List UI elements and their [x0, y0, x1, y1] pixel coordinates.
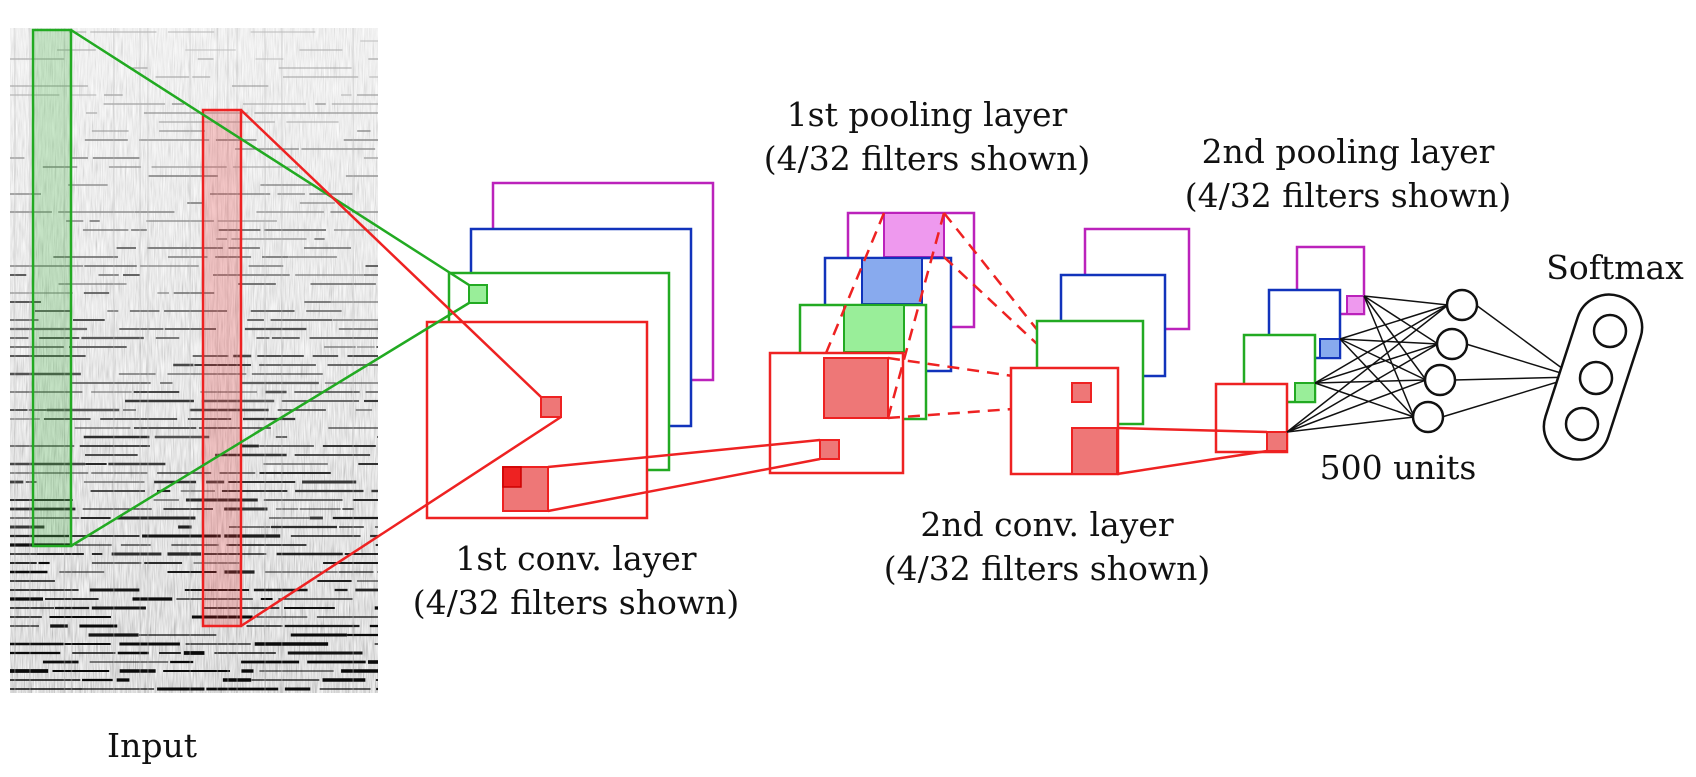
- input-red-window: [201, 108, 243, 628]
- pool1-green-unit: [843, 304, 905, 353]
- conv1-pool1-connections: [547, 438, 821, 513]
- softmax-link: [1441, 376, 1575, 418]
- dense-connections: [1286, 295, 1575, 433]
- dense-link: [1363, 295, 1427, 381]
- dense-link: [1339, 304, 1449, 340]
- input-conv1-connections: [70, 28, 562, 628]
- dense-unit: [1445, 288, 1479, 322]
- conv1-green-unit: [468, 284, 488, 304]
- dense-link: [1286, 416, 1415, 433]
- pool2-blue-unit: [1319, 338, 1341, 359]
- pool1-red-unit: [823, 357, 889, 419]
- pool2-red-unit: [1266, 431, 1288, 452]
- conv1-label: 1st conv. layer (4/32 filters shown): [396, 537, 756, 625]
- conv2-stack: [1009, 227, 1191, 476]
- softmax-label: Softmax: [1546, 248, 1684, 287]
- pool2-green-unit: [1294, 382, 1316, 403]
- pool1-magenta-unit: [883, 212, 945, 258]
- conv1-red-unit: [540, 396, 562, 418]
- softmax-unit: [1578, 360, 1614, 396]
- dense-link: [1314, 343, 1439, 384]
- dense-units: [1411, 288, 1479, 434]
- conv2-pool2-connections: [1116, 426, 1268, 476]
- spectrogram-harmonics: [10, 28, 378, 693]
- input-label: Input: [107, 726, 197, 765]
- conv2-label: 2nd conv. layer (4/32 filters shown): [872, 503, 1222, 591]
- pool2-label: 2nd pooling layer (4/32 filters shown): [1168, 130, 1528, 218]
- pool1-stack: [768, 211, 976, 475]
- dense-link: [1286, 343, 1439, 433]
- pool1-blue-unit: [861, 257, 923, 305]
- dense-unit: [1435, 327, 1469, 361]
- input-green-window: [31, 28, 73, 548]
- dense-link: [1314, 304, 1449, 384]
- pool1-label: 1st pooling layer (4/32 filters shown): [752, 93, 1102, 181]
- dense-link: [1339, 338, 1439, 345]
- softmax-unit: [1592, 313, 1628, 349]
- pool2-stack: [1214, 245, 1366, 454]
- dense-label: 500 units: [1319, 448, 1477, 487]
- softmax-link: [1465, 343, 1575, 378]
- softmax-block: [1542, 293, 1644, 461]
- conv1-subtitle: (4/32 filters shown): [412, 583, 740, 622]
- dense-link: [1339, 338, 1427, 381]
- pool2-subtitle: (4/32 filters shown): [1184, 176, 1512, 215]
- softmax-unit: [1564, 406, 1600, 442]
- dense-unit: [1423, 363, 1457, 397]
- conv2-unit: [1071, 382, 1092, 403]
- pool1-title: 1st pooling layer: [786, 95, 1068, 134]
- pool1-subtitle: (4/32 filters shown): [763, 139, 1091, 178]
- conv1-title: 1st conv. layer: [455, 539, 697, 578]
- conv2-title: 2nd conv. layer: [920, 505, 1174, 544]
- dense-link: [1314, 379, 1427, 384]
- dense-link: [1363, 295, 1415, 418]
- softmax-link: [1453, 376, 1575, 381]
- dense-unit: [1411, 400, 1445, 434]
- conv2-pool-region: [1071, 427, 1118, 475]
- conv1-stack: [425, 181, 715, 520]
- conv1-pool-corner: [502, 466, 522, 488]
- softmax-link: [1475, 304, 1575, 378]
- pool1-conv-unit: [819, 439, 840, 460]
- dense-link: [1314, 382, 1415, 418]
- pool2-magenta-unit: [1346, 295, 1365, 315]
- dense-link: [1339, 338, 1415, 418]
- dense-link: [1286, 304, 1449, 433]
- dense-link: [1286, 379, 1427, 433]
- dense-link: [1363, 295, 1449, 306]
- conv2-subtitle: (4/32 filters shown): [883, 549, 1211, 588]
- pool2-title: 2nd pooling layer: [1201, 132, 1495, 171]
